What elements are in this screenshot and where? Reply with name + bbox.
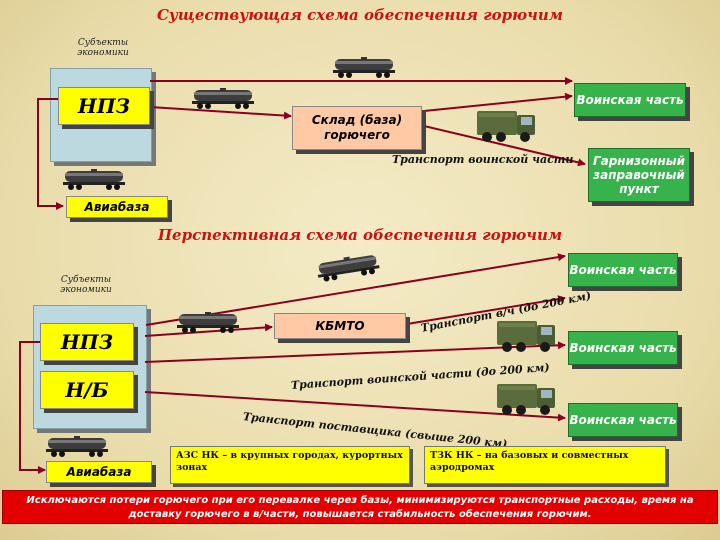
military-unit-box-1: Воинская часть	[568, 253, 678, 287]
military-truck-icon	[497, 384, 555, 415]
azs-note-box: АЗС НК – в крупных городах, курортных зо…	[170, 446, 410, 484]
npz-box-prospective: НПЗ	[40, 323, 134, 361]
tank-wagon-icon	[63, 169, 125, 190]
conclusion-banner: Исключаются потери горючего при его пере…	[2, 490, 718, 524]
oil-depot-box: Н/Б	[40, 371, 134, 409]
economy-entities-note-bottom: Субъекты экономики	[60, 275, 112, 295]
kbmto-box: КБМТО	[274, 313, 406, 339]
existing-scheme-title: Существующая схема обеспечения горючим	[156, 6, 564, 24]
military-unit-box-3: Воинская часть	[568, 403, 678, 437]
military-transport-label: Транспорт воинской части	[392, 153, 574, 166]
tank-wagon-icon	[46, 436, 108, 457]
tzk-note-box: ТЗК НК – на базовых и совместных аэродро…	[424, 446, 666, 484]
military-truck-icon	[477, 111, 535, 142]
garrison-refuel-point-box: Гарнизонный заправочный пункт	[588, 148, 690, 202]
airbase-box-prospective: Авиабаза	[46, 461, 152, 483]
tank-wagon-icon	[192, 88, 254, 109]
economy-entities-note-top: Субъекты экономики	[77, 38, 129, 58]
airbase-box-existing: Авиабаза	[66, 196, 168, 218]
military-unit-box-2: Воинская часть	[568, 331, 678, 365]
prospective-scheme-title: Перспективная схема обеспечения горючим	[157, 226, 563, 244]
npz-box-existing: НПЗ	[58, 87, 150, 125]
fuel-depot-box: Склад (база) горючего	[292, 106, 422, 150]
military-unit-box-existing: Воинская часть	[574, 83, 686, 117]
tank-wagon-icon	[315, 252, 381, 283]
tank-wagon-icon	[177, 312, 239, 333]
tank-wagon-icon	[333, 57, 395, 78]
